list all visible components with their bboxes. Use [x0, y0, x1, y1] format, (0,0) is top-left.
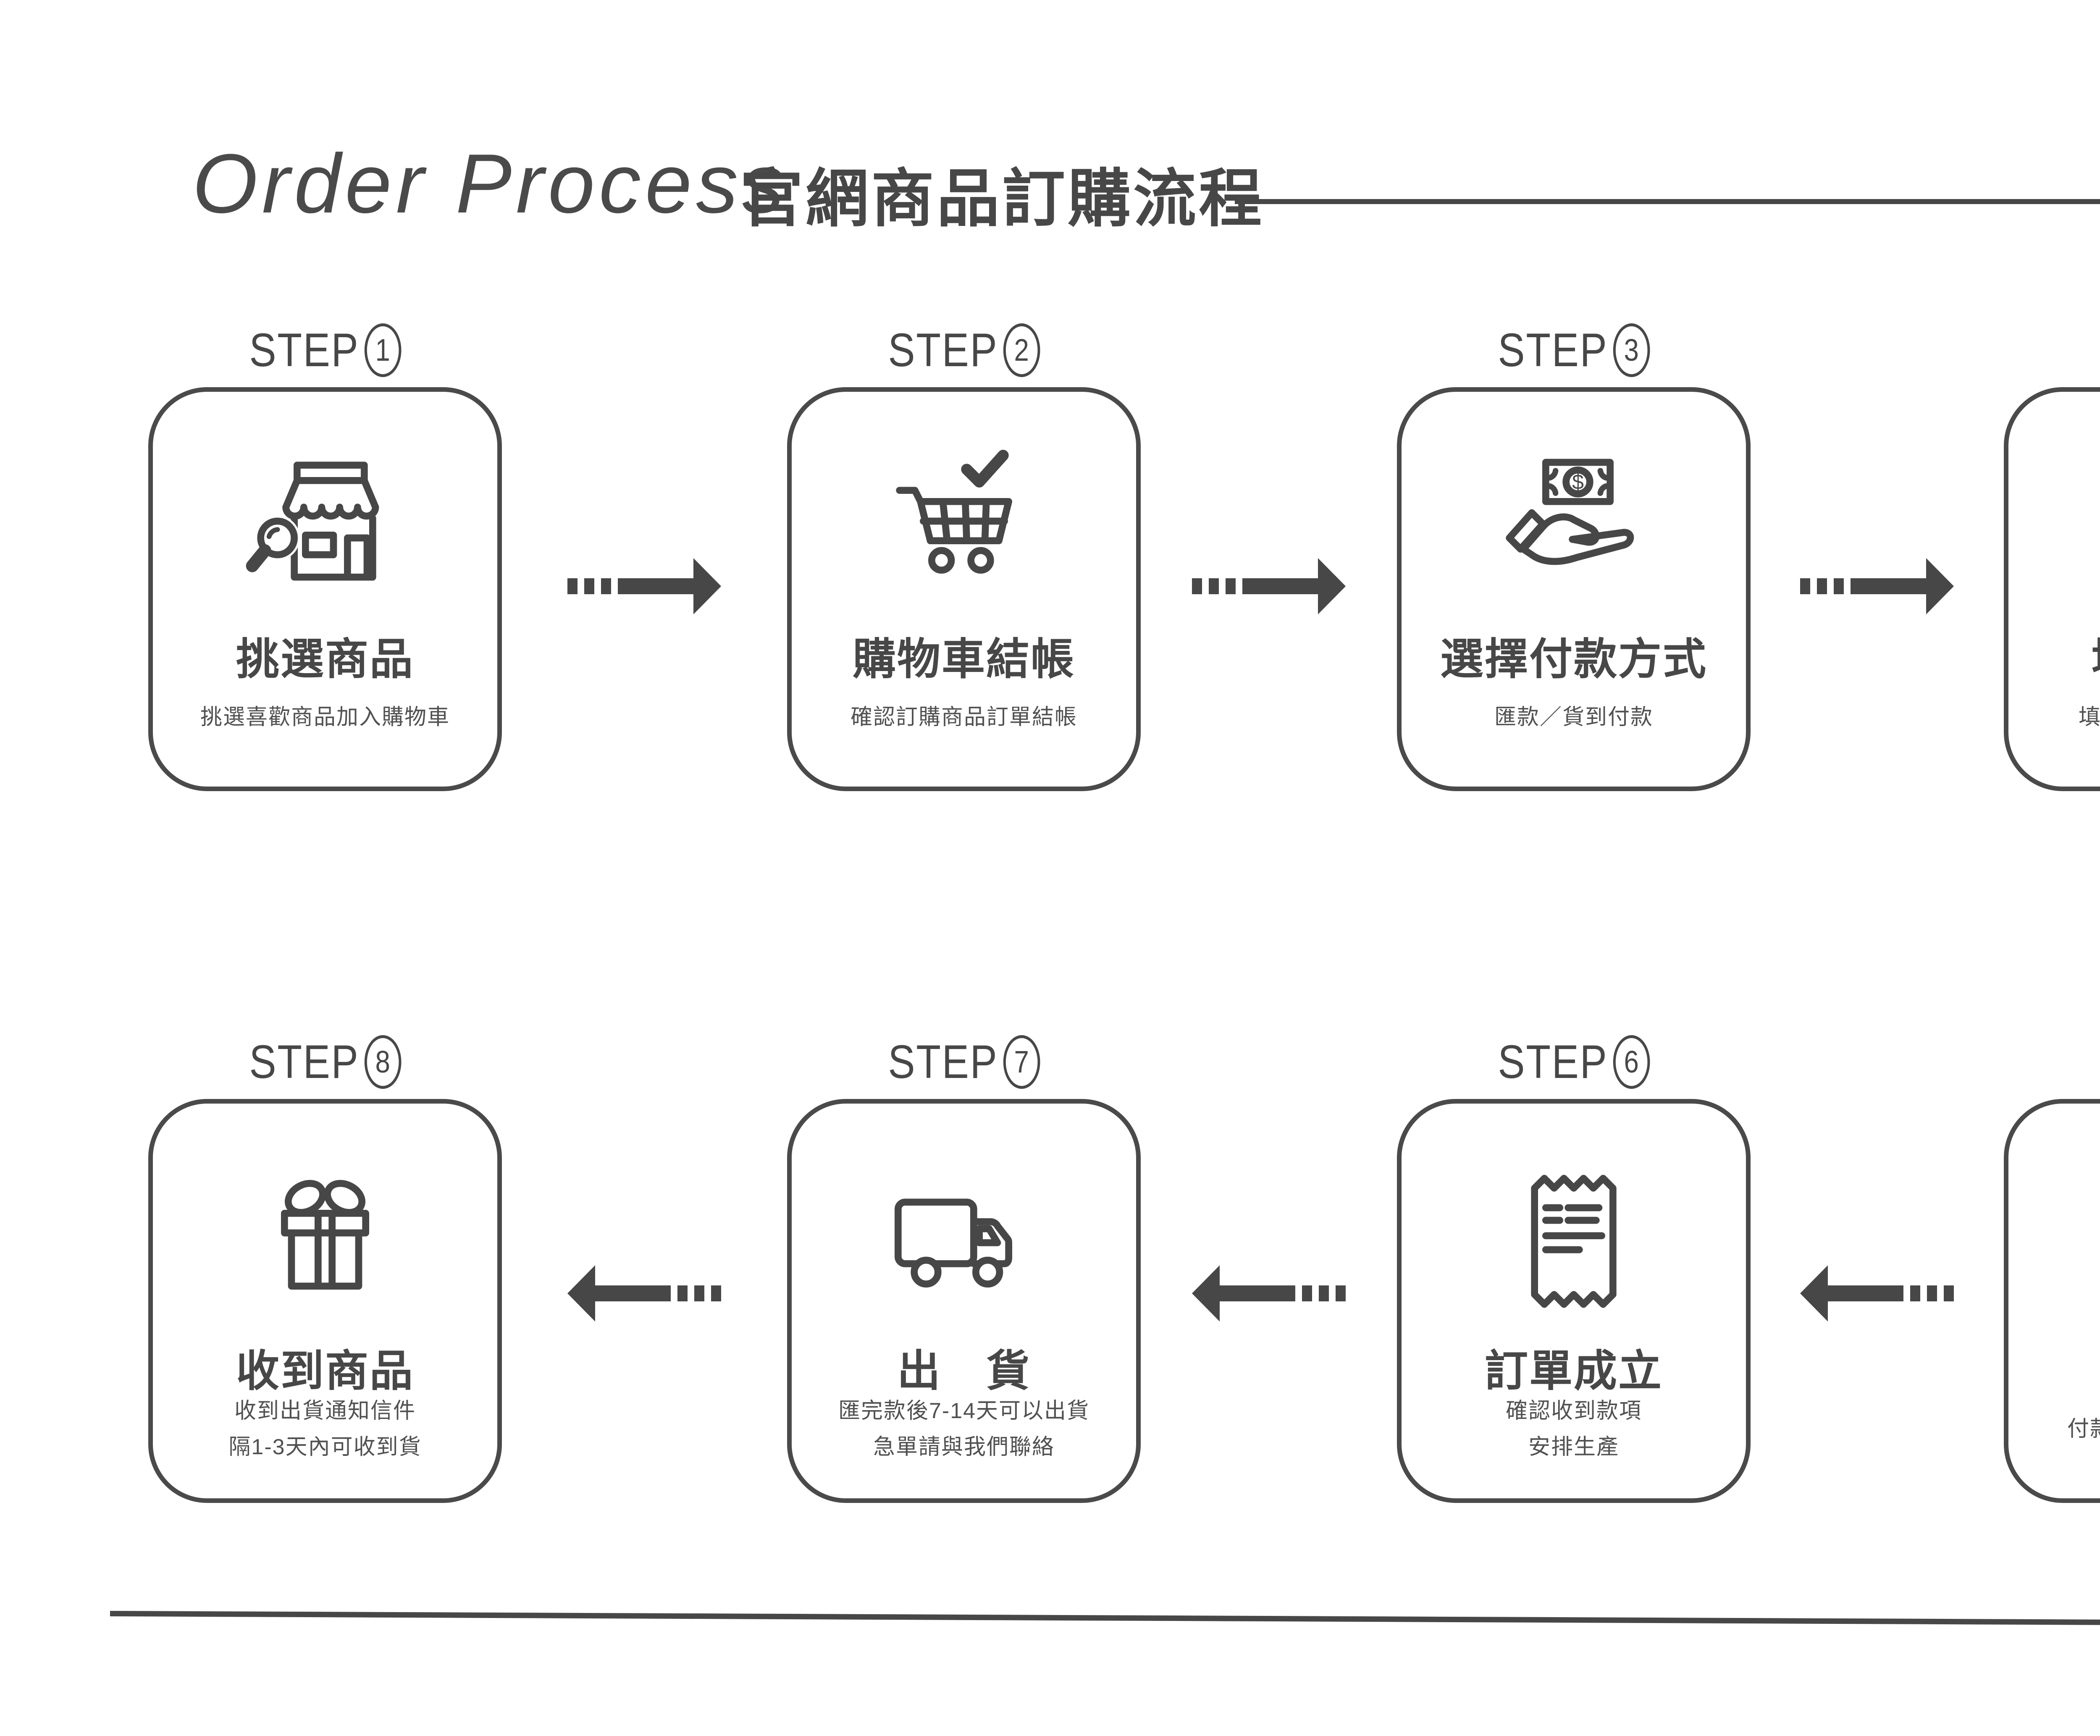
step-box: 收到商品 收到出貨通知信件 隔1-3天內可收到貨 — [148, 1099, 502, 1503]
step-number-badge: 6 — [1613, 1035, 1650, 1089]
step-label: STEP 1 — [148, 313, 502, 387]
step-card-1: STEP 1 — [148, 313, 502, 791]
footer-rule — [110, 1611, 2100, 1626]
step-card-3: STEP 3 $ 選擇付款方式 — [1397, 313, 1751, 791]
step-label-text: STEP — [888, 1036, 998, 1088]
step-description: 填寫訂購與寄送資料 — [2078, 705, 2100, 729]
clipboard-pen-icon — [2097, 446, 2100, 614]
step-card-8: STEP 8 收到商品 收到出貨通知信件 隔1-3天內 — [148, 1025, 502, 1503]
step-description: 挑選喜歡商品加入購物車 — [200, 705, 450, 729]
step-label-text: STEP — [249, 324, 360, 376]
step-title: 付 款 — [2008, 1346, 2100, 1396]
step-card-4: STEP 4 填寫資料 填寫訂購與寄送資料 — [2004, 313, 2100, 791]
step-card-7: STEP 7 出 貨 匯完款後7-14天可以出貨 急單 — [787, 1025, 1141, 1503]
step-label: STEP 7 — [787, 1025, 1141, 1099]
step-number-badge: 8 — [364, 1035, 401, 1089]
flow-arrow-right-icon — [1800, 558, 1954, 614]
step-title: 選擇付款方式 — [1440, 635, 1707, 683]
step-card-2: STEP 2 購物車結帳 確認訂購商品訂單結 — [787, 313, 1141, 791]
step-label: STEP 4 — [2004, 313, 2100, 387]
gift-icon — [241, 1157, 409, 1325]
step-number-badge: 1 — [364, 323, 401, 377]
step-description: 付款完成後請通知我們 — [2067, 1417, 2100, 1441]
step-label-text: STEP — [1498, 1036, 1608, 1088]
cart-check-icon — [880, 446, 1048, 614]
step-label-text: STEP — [249, 1036, 360, 1088]
step-label: STEP 3 — [1397, 313, 1751, 387]
step-label: STEP 5 — [2004, 1025, 2100, 1099]
step-title: 訂單成立 — [1485, 1347, 1663, 1395]
step-label-text: STEP — [1498, 324, 1608, 376]
step-title: 購物車結帳 — [853, 635, 1075, 683]
step-label: STEP 8 — [148, 1025, 502, 1099]
step-number-badge: 2 — [1003, 323, 1040, 377]
storefront-search-icon — [241, 446, 409, 614]
flow-arrow-left-icon — [1192, 1265, 1346, 1322]
step-box: 購物車結帳 確認訂購商品訂單結帳 — [787, 387, 1141, 791]
step-box: 訂單成立 確認收到款項 安排生產 — [1397, 1099, 1751, 1503]
step-box: $ 選擇付款方式 匯款／貨到付款 — [1397, 387, 1751, 791]
step-title: 填寫資料 — [2008, 635, 2100, 684]
header-rule — [1235, 199, 2100, 204]
step-description: 收到出貨通知信件 隔1-3天內可收到貨 — [228, 1399, 422, 1459]
truck-icon — [880, 1157, 1048, 1325]
flow-arrow-right-icon — [567, 558, 721, 614]
page-title-chinese: 官網商品訂購流程 — [740, 163, 1265, 234]
page-title-english: Order Process — [192, 137, 789, 231]
step-label: STEP 6 — [1397, 1025, 1751, 1099]
receipt-icon — [1490, 1157, 1658, 1325]
step-description: 確認訂購商品訂單結帳 — [850, 705, 1077, 729]
step-label-text: STEP — [888, 324, 998, 376]
step-label: STEP 2 — [787, 313, 1141, 387]
step-description: 確認收到款項 安排生產 — [1505, 1399, 1642, 1459]
step-title: 收到商品 — [236, 1347, 414, 1395]
step-card-5: STEP 5 $ 付 款 付款完成後請通知我們 — [2004, 1025, 2100, 1503]
step-box: 填寫資料 填寫訂購與寄送資料 — [2004, 387, 2100, 791]
step-title: 出 貨 — [897, 1347, 1031, 1395]
step-number-badge: 7 — [1003, 1035, 1040, 1089]
flow-arrow-right-icon — [1192, 558, 1346, 614]
flow-arrow-left-icon — [567, 1265, 721, 1322]
step-box: 出 貨 匯完款後7-14天可以出貨 急單請與我們聯絡 — [787, 1099, 1141, 1503]
step-card-6: STEP 6 訂單成立 確認收到款項 安排生產 — [1397, 1025, 1751, 1503]
step-description: 匯完款後7-14天可以出貨 急單請與我們聯絡 — [838, 1399, 1090, 1459]
flow-arrow-left-icon — [1800, 1265, 1954, 1322]
piggy-bank-icon: $ — [2097, 1157, 2100, 1325]
step-box: 挑選商品 挑選喜歡商品加入購物車 — [148, 387, 502, 791]
step-box: $ 付 款 付款完成後請通知我們 — [2004, 1099, 2100, 1503]
svg-text:$: $ — [1572, 470, 1584, 493]
step-number-badge: 3 — [1613, 323, 1650, 377]
step-title: 挑選商品 — [236, 635, 414, 683]
step-description: 匯款／貨到付款 — [1494, 705, 1653, 729]
money-hand-icon: $ — [1490, 446, 1658, 614]
